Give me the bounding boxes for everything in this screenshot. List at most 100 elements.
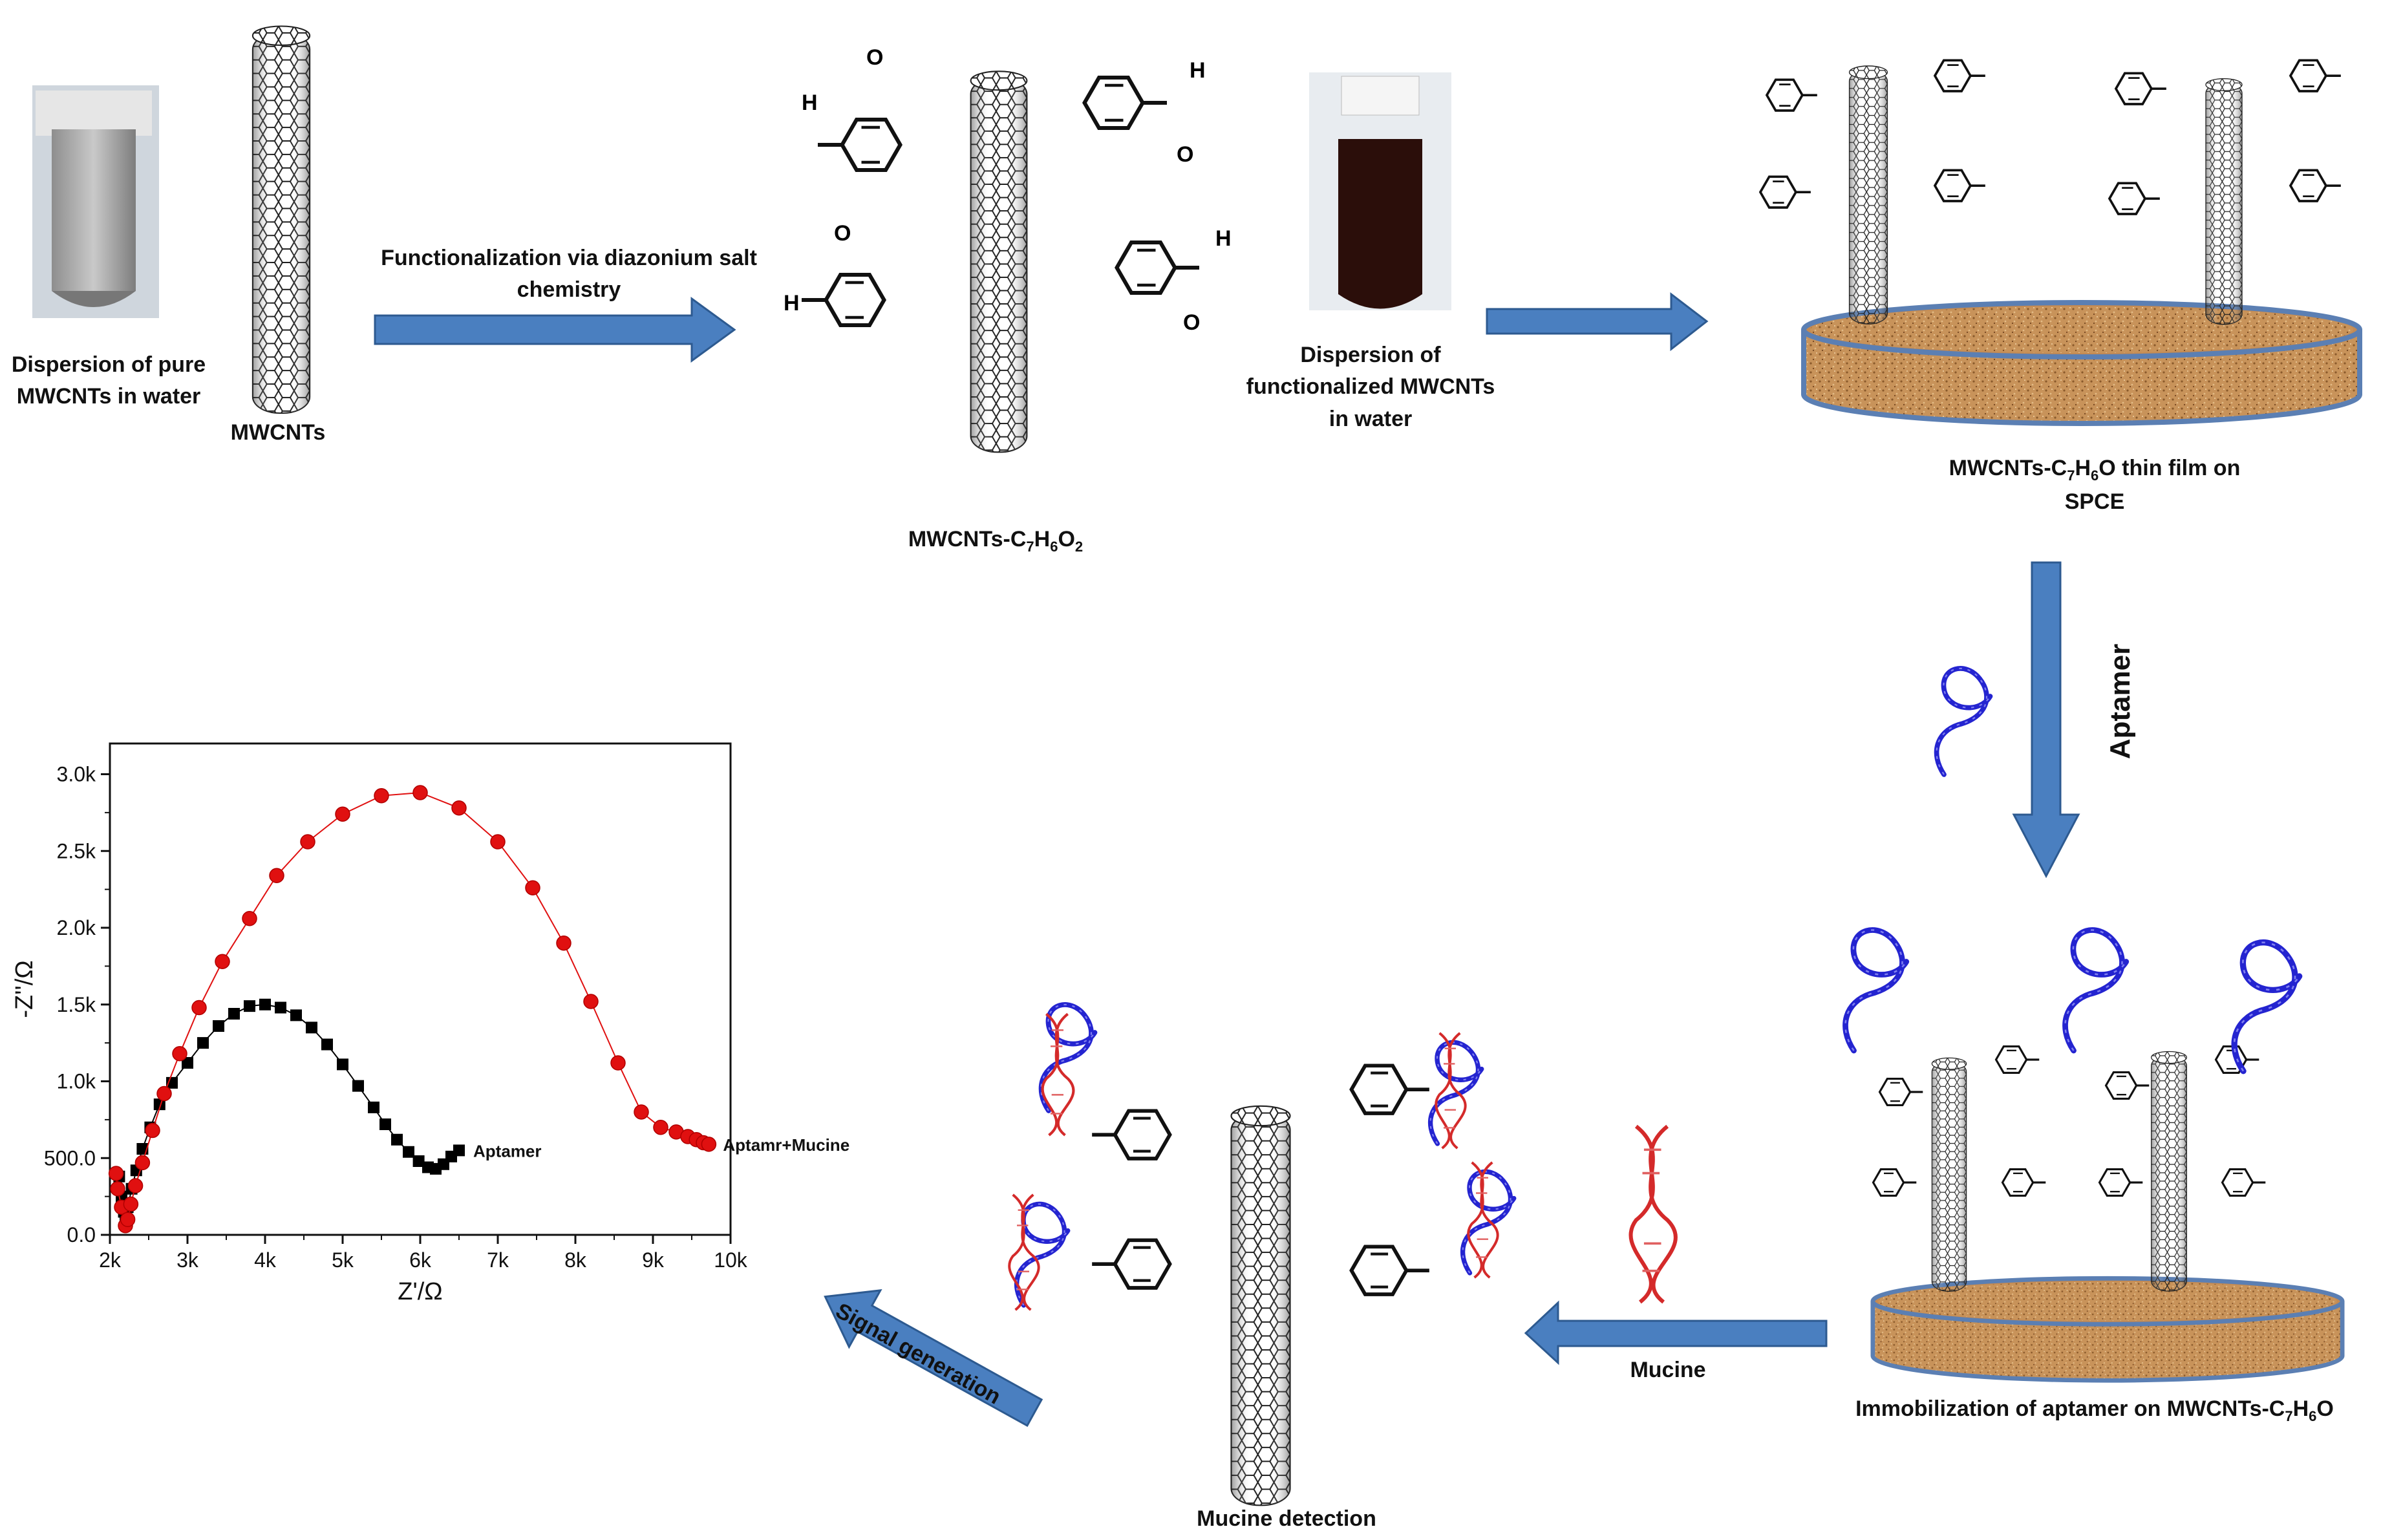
x-tick-label: 10k [714,1248,748,1272]
deposition-arrow [1486,292,1709,352]
data-point [352,1080,364,1092]
thin-film-prefix: MWCNTs-C [1949,456,2067,480]
series-label: Aptamer [473,1141,541,1160]
immobilization-suffix: O [2316,1396,2334,1421]
data-point [269,868,284,883]
pristine-nanotube [253,27,310,414]
data-point [123,1196,139,1212]
data-point [391,1133,403,1146]
data-point [244,1000,255,1012]
data-point [145,1122,160,1139]
x-tick-label: 3k [176,1248,199,1272]
y-tick-label: 3.0k [57,763,96,786]
mucine-detection-construct [1009,1005,1514,1507]
data-point [556,936,571,951]
product-formula-prefix: MWCNTs-C [908,527,1027,551]
pure-dispersion-photo [32,85,159,318]
functionalized-dispersion-photo [1309,72,1451,310]
x-tick-label: 5k [332,1248,354,1272]
data-point [490,834,506,850]
data-point [379,1118,391,1130]
thin-film-line2: SPCE [2064,489,2125,514]
data-point [701,1137,717,1152]
product-formula-mid2: O [1058,527,1075,551]
chart-series: Aptamer Aptamr+Mucine [108,785,849,1234]
y-tick-label: 1.0k [57,1070,96,1093]
y-tick-label: 1.5k [57,993,96,1016]
x-tick-label: 8k [564,1248,587,1272]
functionalized-dispersion-label: Dispersion of functionalized MWCNTs in w… [1215,339,1526,435]
series-aptamer: Aptamer [113,998,541,1224]
atom-o-3: O [834,221,851,246]
immobilization-sub2: 6 [2309,1407,2317,1424]
data-point [453,1144,465,1157]
data-point [335,806,350,822]
data-point [134,1155,151,1171]
functionalized-nanotube: H O H O H O H O [784,45,1232,454]
data-point [153,1098,166,1111]
mucine-helix [1630,1126,1675,1302]
atom-h-3: H [784,291,800,315]
y-tick-label: 2.0k [57,916,96,939]
aptamer-electrode [1845,930,2342,1381]
functionalization-line1: Functionalization via diazonium salt [381,246,757,270]
product-formula-mid: H [1034,527,1051,551]
x-tick-label: 9k [642,1248,665,1272]
data-point [242,911,257,926]
free-aptamer [1937,668,1991,775]
series-label: Aptamr+Mucine [723,1135,849,1155]
aptamer-arrow [2012,561,2080,879]
data-point [374,788,389,804]
data-point [290,1009,302,1021]
atom-o-4: O [1183,310,1200,335]
data-point [120,1212,136,1227]
data-point [213,1020,224,1032]
atom-o-2: O [1177,142,1193,167]
thin-film-sub1: 7 [2067,467,2075,484]
x-tick-label: 7k [487,1248,509,1272]
functionalized-dispersion-line3: in water [1329,406,1413,431]
data-point [412,1155,425,1167]
data-point [259,998,271,1011]
functionalization-label: Functionalization via diazonium salt che… [362,242,776,306]
thin-film-label: MWCNTs-C7H6O thin film on SPCE [1894,453,2295,518]
immobilization-prefix: Immobilization of aptamer on MWCNTs-C [1855,1396,2285,1421]
pure-dispersion-line1: Dispersion of pure [11,352,206,377]
pure-dispersion-line2: MWCNTs in water [16,384,201,409]
series-aptamer-mucine: Aptamr+Mucine [108,785,849,1234]
aptamer-step-label: Aptamer [2104,643,2136,760]
data-point [108,1166,124,1181]
series-line [118,1003,460,1219]
mwcnts-label: MWCNTs [230,420,326,445]
pure-dispersion-label: Dispersion of pure MWCNTs in water [5,349,212,413]
mucine-step-label: Mucine [1630,1358,1706,1382]
data-point [451,800,467,816]
data-point [197,1037,209,1049]
x-tick-label: 6k [409,1248,432,1272]
atom-h-4: H [1215,226,1232,251]
atom-o-1: O [866,45,883,70]
product-formula-sub1: 7 [1026,538,1034,555]
data-point [300,834,315,850]
functionalized-dispersion-line2: functionalized MWCNTs [1246,374,1495,400]
data-point [583,994,599,1009]
x-axis-label: Z'/Ω [398,1278,442,1305]
data-point [215,954,230,969]
data-point [182,1057,193,1069]
data-point [127,1178,144,1193]
data-point [306,1021,317,1034]
thin-film-suffix: O thin film on [2099,456,2241,480]
data-point [110,1181,125,1197]
data-point [156,1085,172,1102]
functionalization-line2: chemistry [517,277,621,303]
x-tick-label: 2k [99,1248,122,1272]
y-tick-label: 500.0 [44,1146,96,1170]
mucine-detection-label: Mucine detection [1197,1506,1376,1531]
product-formula-label: MWCNTs-C7H6O2 [879,524,1112,557]
immobilization-label: Immobilization of aptamer on MWCNTs-C7H6… [1804,1393,2386,1427]
mucine-arrow [1524,1300,1828,1365]
